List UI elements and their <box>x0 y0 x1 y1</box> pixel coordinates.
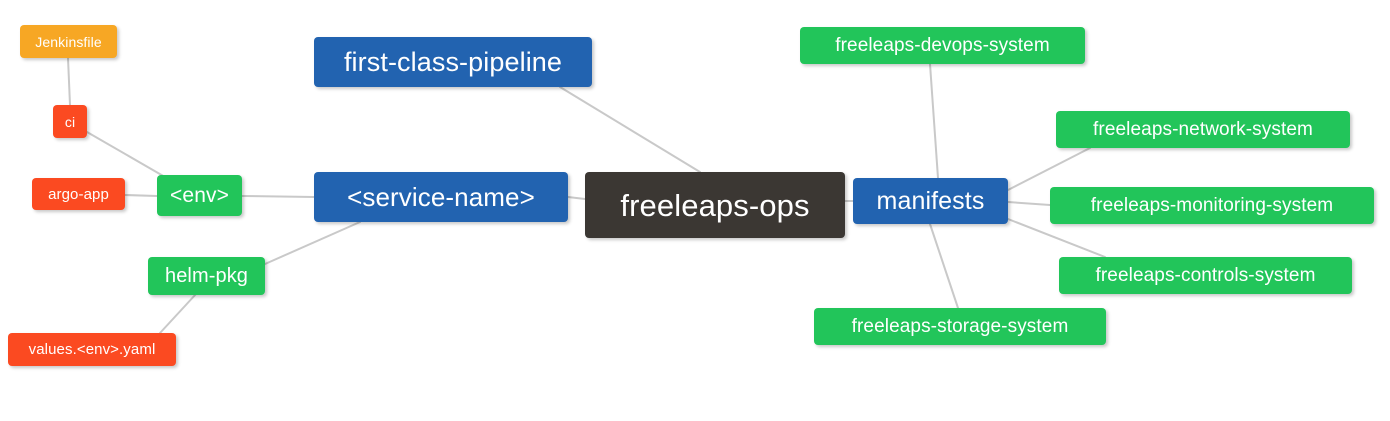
node-service-name[interactable]: <service-name> <box>314 172 568 222</box>
node-manifests[interactable]: manifests <box>853 178 1008 224</box>
node-label-storage-system: freeleaps-storage-system <box>851 316 1069 337</box>
node-label-first-class-pipeline: first-class-pipeline <box>343 46 563 77</box>
node-label-service-name: <service-name> <box>347 182 535 212</box>
node-label-controls-system: freeleaps-controls-system <box>1095 265 1316 286</box>
node-storage-system[interactable]: freeleaps-storage-system <box>814 308 1106 345</box>
edge-manifests-to-storage-system <box>929 223 959 309</box>
node-label-ci: ci <box>64 113 76 130</box>
node-controls-system[interactable]: freeleaps-controls-system <box>1059 257 1352 294</box>
node-jenkinsfile[interactable]: Jenkinsfile <box>20 25 117 58</box>
node-label-env: <env> <box>170 184 229 207</box>
node-label-freeleaps-ops: freeleaps-ops <box>620 187 810 223</box>
edge-manifests-to-devops-system <box>929 63 939 179</box>
node-argo-app[interactable]: argo-app <box>32 178 125 210</box>
edge-manifests-to-controls-system <box>1007 218 1106 258</box>
node-values-yaml[interactable]: values.<env>.yaml <box>8 333 176 366</box>
edge-argo-app-to-env <box>124 194 158 197</box>
edge-env-to-service-name <box>241 195 315 198</box>
edge-manifests-to-network-system <box>1007 147 1091 191</box>
node-freeleaps-ops[interactable]: freeleaps-ops <box>585 172 845 238</box>
edge-manifests-to-monitoring-system <box>1007 201 1051 206</box>
node-label-devops-system: freeleaps-devops-system <box>835 35 1050 56</box>
edge-service-name-to-freeleaps-ops <box>567 196 586 200</box>
node-monitoring-system[interactable]: freeleaps-monitoring-system <box>1050 187 1374 224</box>
node-helm-pkg[interactable]: helm-pkg <box>148 257 265 295</box>
edge-jenkinsfile-to-ci <box>67 57 71 106</box>
edge-helm-pkg-to-values-yaml <box>159 293 197 334</box>
node-label-jenkinsfile: Jenkinsfile <box>35 33 102 50</box>
edge-ci-to-env <box>86 131 166 178</box>
node-devops-system[interactable]: freeleaps-devops-system <box>800 27 1085 64</box>
edge-first-class-pipeline-to-freeleaps-ops <box>559 86 701 173</box>
node-label-helm-pkg: helm-pkg <box>164 265 249 287</box>
node-label-argo-app: argo-app <box>48 185 109 203</box>
node-env[interactable]: <env> <box>157 175 242 216</box>
node-first-class-pipeline[interactable]: first-class-pipeline <box>314 37 592 87</box>
edge-service-name-to-helm-pkg <box>264 221 361 265</box>
node-label-network-system: freeleaps-network-system <box>1093 119 1313 140</box>
node-label-manifests: manifests <box>876 186 985 215</box>
node-label-monitoring-system: freeleaps-monitoring-system <box>1090 195 1334 216</box>
node-label-values-yaml: values.<env>.yaml <box>28 341 156 358</box>
node-ci[interactable]: ci <box>53 105 87 138</box>
node-network-system[interactable]: freeleaps-network-system <box>1056 111 1350 148</box>
